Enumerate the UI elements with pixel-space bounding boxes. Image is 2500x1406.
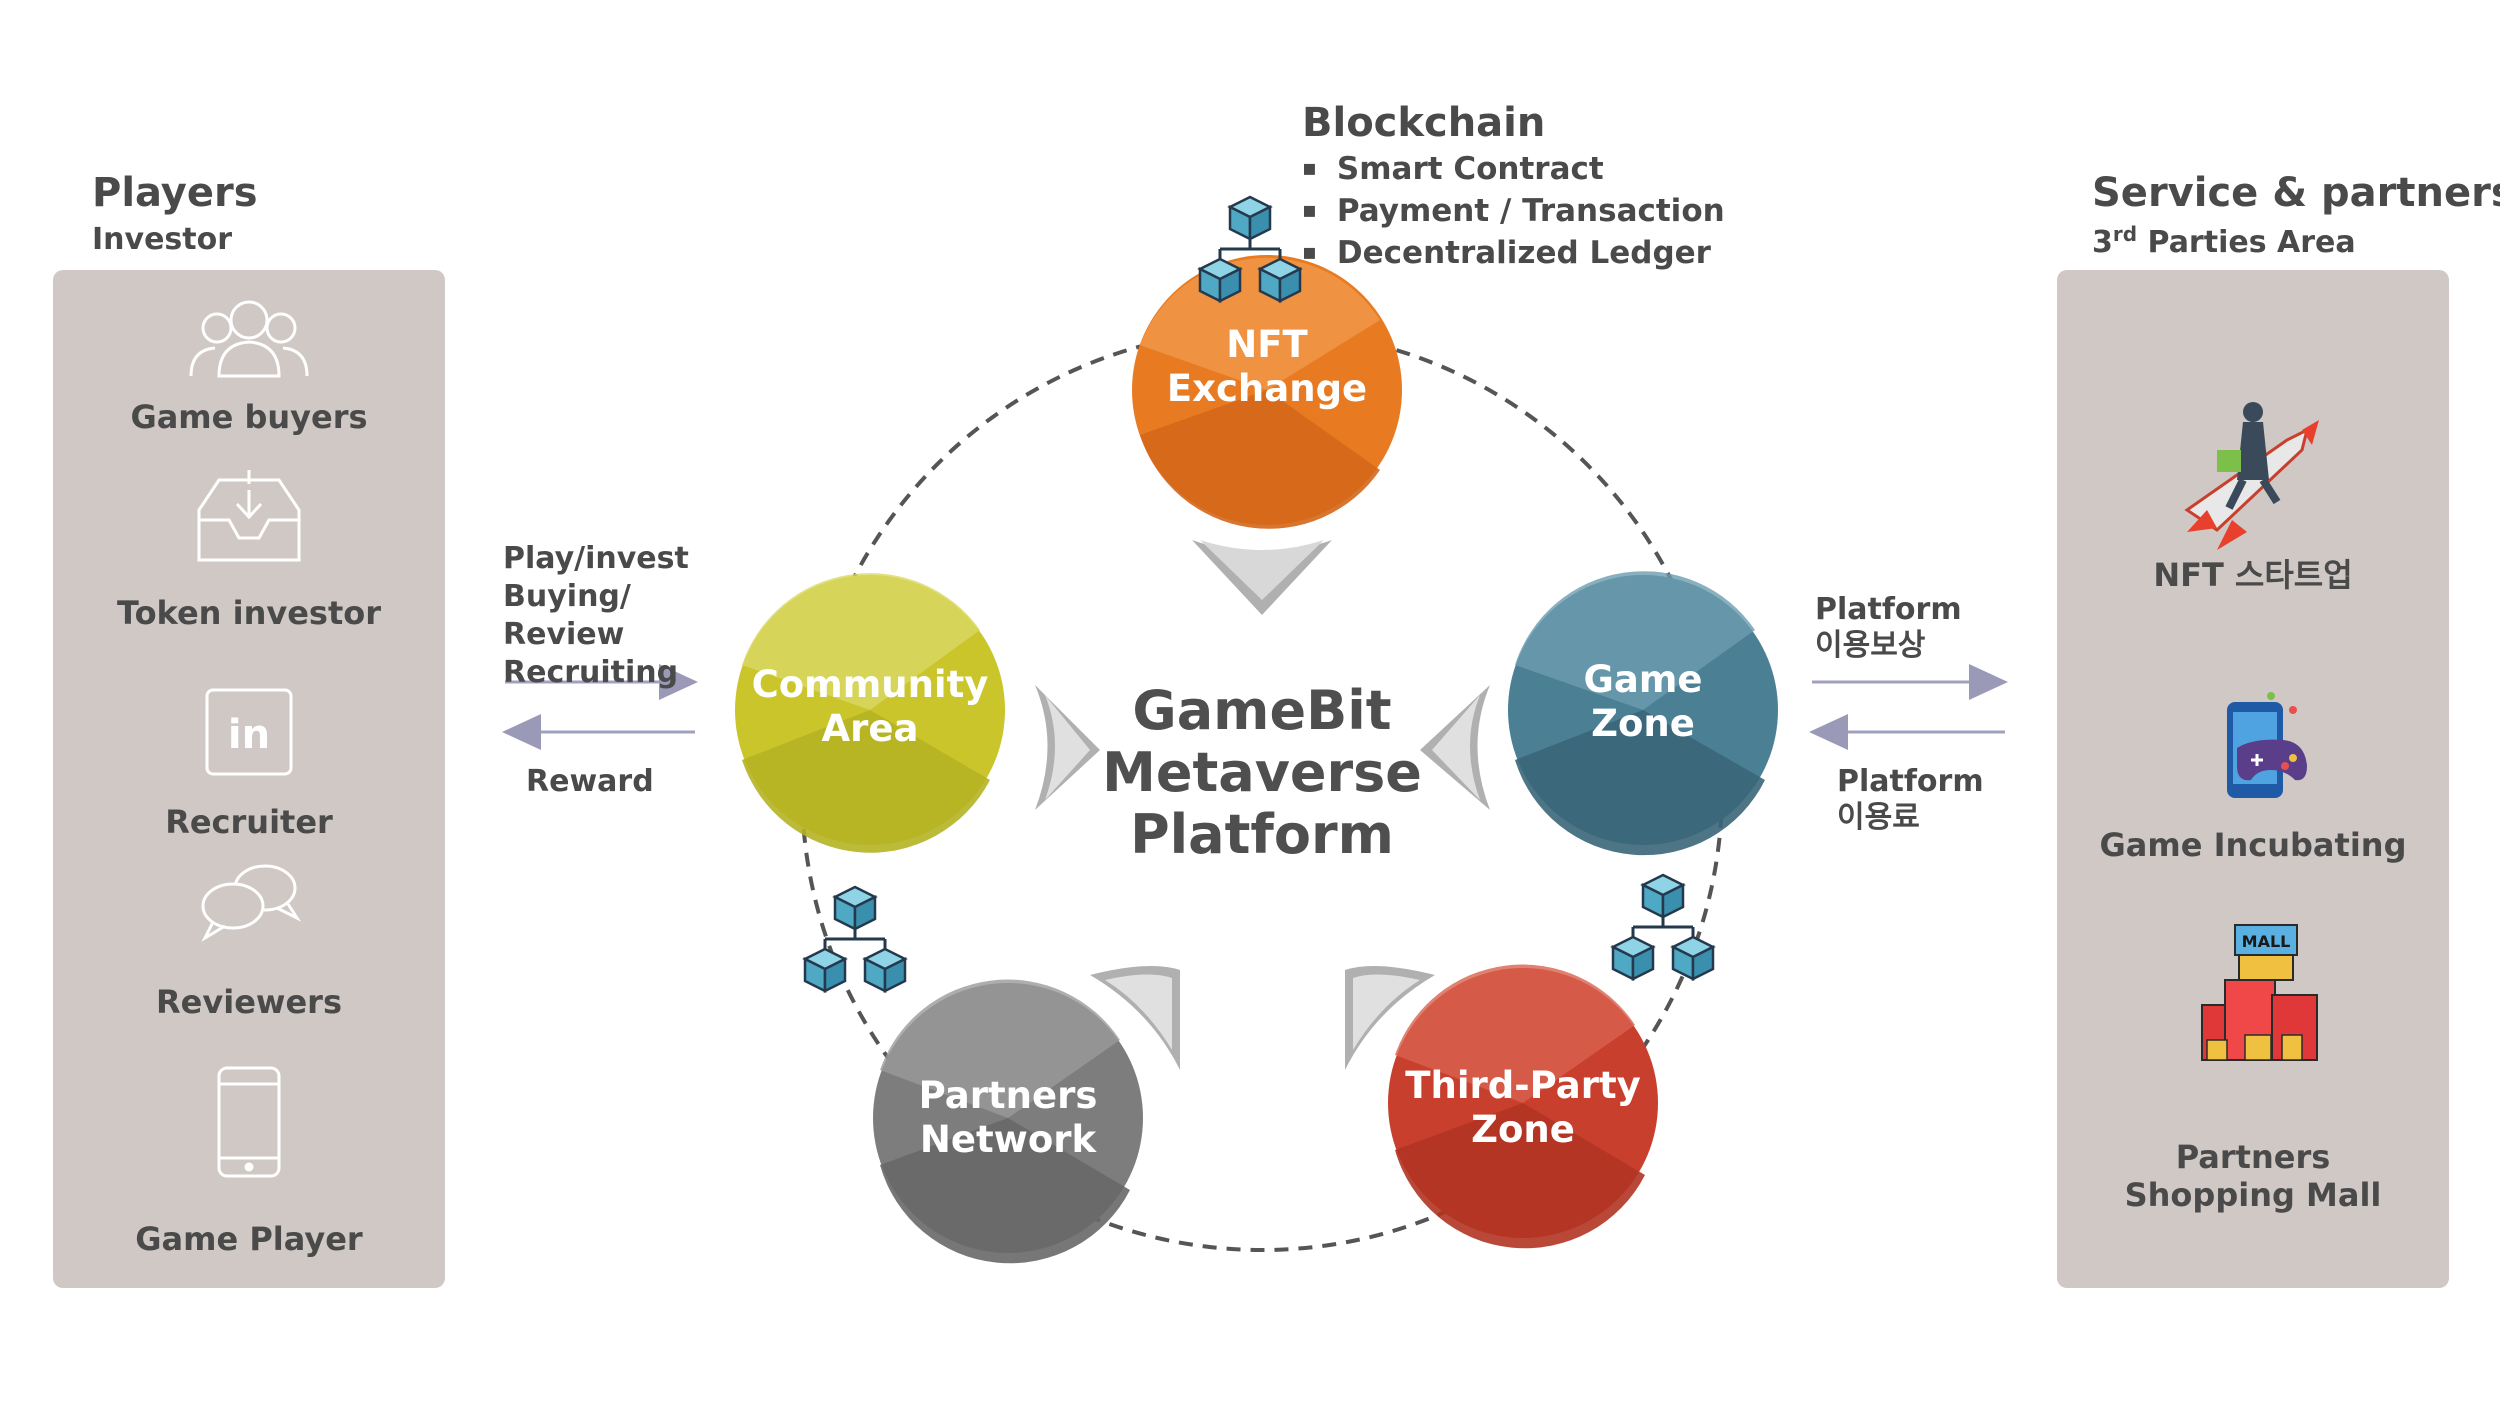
smartphone-icon xyxy=(217,1066,281,1178)
blockchain-cubes-right xyxy=(1613,875,1713,979)
flow-left-bottom: Reward xyxy=(526,764,654,799)
chat-bubbles-icon xyxy=(201,864,302,942)
inward-arrow-left xyxy=(1035,685,1100,810)
phone-gamepad-icon xyxy=(2227,692,2307,798)
partners-title: Service & partners xyxy=(2092,170,2500,216)
svg-text:in: in xyxy=(228,712,270,758)
blockchain-cubes-left xyxy=(805,887,905,991)
inward-arrow-top xyxy=(1192,540,1332,615)
players-subtitle: Investor xyxy=(92,222,233,257)
label-game-buyers: Game buyers xyxy=(130,398,368,436)
blockchain-title: Blockchain xyxy=(1302,100,1546,146)
players-title: Players xyxy=(92,170,258,216)
inward-arrow-right xyxy=(1420,685,1490,810)
label-game-player: Game Player xyxy=(135,1220,363,1258)
inward-arrow-bottom-right xyxy=(1345,966,1435,1070)
players-icons: in xyxy=(189,300,309,1178)
partners-subtitle: 3rd Parties Area xyxy=(2092,222,2356,260)
partners-icons: MALL xyxy=(2184,402,2319,1061)
label-game-incubating: Game Incubating xyxy=(2099,826,2407,864)
bullet-smart-contract: Smart Contract xyxy=(1302,150,1725,192)
players-panel: in xyxy=(53,270,445,1288)
label-nft-startup: NFT 스타트업 xyxy=(2153,556,2353,594)
inward-arrow-bottom-left xyxy=(1090,966,1180,1070)
rocket-startup-icon xyxy=(2184,402,2319,550)
label-token-investor: Token investor xyxy=(116,594,382,632)
label-recruiter: Recruiter xyxy=(165,803,333,841)
bullet-ledger: Decentralized Ledger xyxy=(1302,234,1725,276)
inbox-download-icon xyxy=(197,470,301,562)
partners-panel: MALL xyxy=(2057,270,2449,1288)
bullet-payment: Payment / Transaction xyxy=(1302,192,1725,234)
blockchain-bullets: Smart Contract Payment / Transaction Dec… xyxy=(1302,150,1725,276)
linkedin-icon: in xyxy=(205,688,293,776)
node-circles xyxy=(735,255,1778,1264)
label-reviewers: Reviewers xyxy=(156,983,342,1021)
group-icon xyxy=(189,300,309,378)
mall-building-icon: MALL xyxy=(2201,924,2318,1061)
svg-text:MALL: MALL xyxy=(2242,932,2291,951)
